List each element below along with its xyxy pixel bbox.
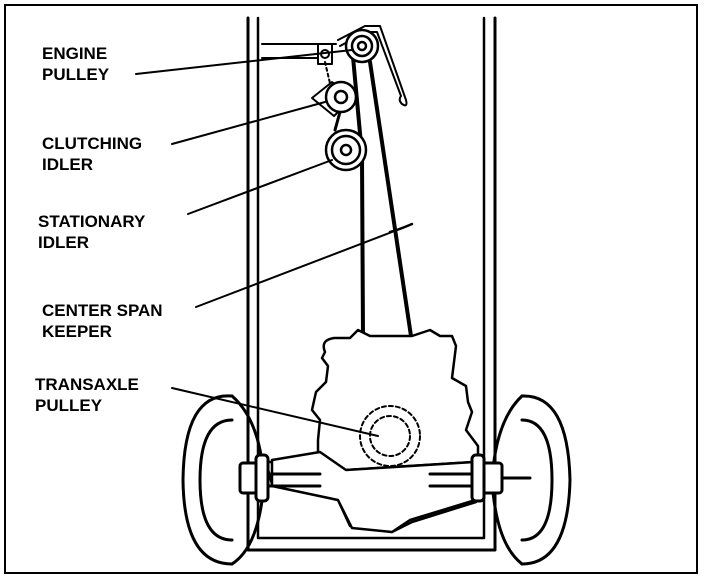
label-center-span-keeper-line2: KEEPER	[42, 322, 112, 341]
label-transaxle-pulley-line1: TRANSAXLE	[35, 375, 139, 394]
right-wheel	[428, 394, 572, 566]
label-clutching-idler: CLUTCHING IDLER	[42, 133, 142, 175]
leader-stationary-idler	[187, 159, 333, 215]
label-center-span-keeper-line1: CENTER SPAN	[42, 301, 163, 320]
stationary-idler-pulley	[324, 128, 368, 172]
engine-pulley	[344, 28, 380, 64]
label-clutching-idler-line2: IDLER	[42, 155, 93, 174]
leader-center-span-keeper	[195, 231, 393, 308]
label-transaxle-pulley: TRANSAXLE PULLEY	[35, 374, 139, 416]
label-engine-pulley-line1: ENGINE	[42, 44, 108, 63]
label-stationary-idler: STATIONARY IDLER	[38, 211, 145, 253]
belt-guard-wire	[337, 25, 408, 107]
leader-engine-pulley	[135, 49, 353, 75]
leader-transaxle-pulley	[171, 387, 379, 437]
transaxle-pulley	[359, 405, 421, 467]
clutching-idler-pulley	[324, 80, 358, 114]
label-clutching-idler-line1: CLUTCHING	[42, 134, 143, 153]
leader-lines	[135, 49, 393, 437]
diagram-frame	[4, 4, 698, 574]
label-stationary-idler-line1: STATIONARY	[38, 212, 146, 231]
frame-rails	[246, 16, 497, 552]
transaxle-housing-lower	[270, 450, 484, 534]
label-engine-pulley: ENGINE PULLEY	[42, 43, 109, 85]
leader-clutching-idler	[171, 101, 326, 145]
label-stationary-idler-line2: IDLER	[38, 233, 89, 252]
label-transaxle-pulley-line2: PULLEY	[35, 396, 103, 415]
label-engine-pulley-line2: PULLEY	[42, 65, 110, 84]
left-wheel	[181, 394, 322, 566]
label-center-span-keeper: CENTER SPAN KEEPER	[42, 300, 163, 342]
